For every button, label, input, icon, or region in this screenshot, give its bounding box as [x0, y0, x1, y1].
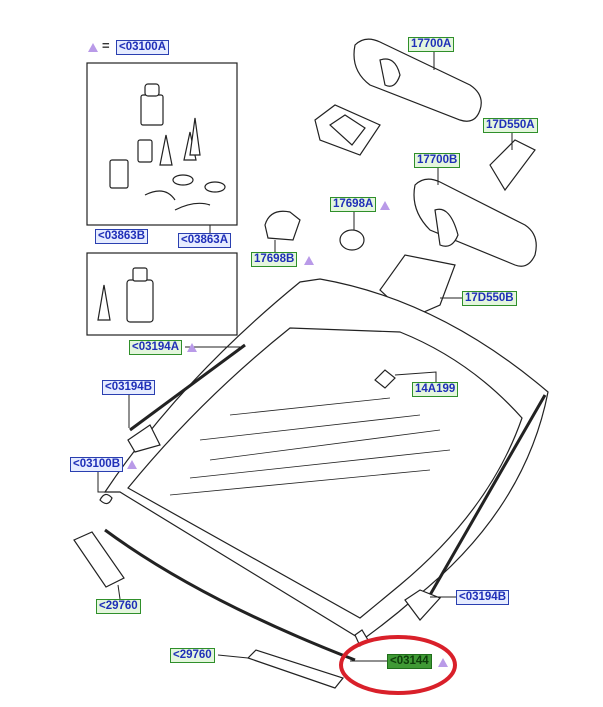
triangle-marker [187, 343, 197, 352]
part-label-03194b-left[interactable]: <03194B [102, 380, 155, 395]
triangle-marker [304, 256, 314, 265]
part-label-03194b-right[interactable]: <03194B [456, 590, 509, 605]
adhesive-kit-box [86, 62, 238, 226]
part-label-17d550b[interactable]: 17D550B [462, 291, 517, 306]
highlight-ring [339, 635, 457, 695]
part-label-17d550a[interactable]: 17D550A [483, 118, 538, 133]
part-label-03863b[interactable]: <03863B [95, 229, 148, 244]
windshield [73, 278, 549, 689]
triangle-marker [127, 460, 137, 469]
part-label-17698a[interactable]: 17698A [330, 197, 377, 212]
part-label-29760-upper[interactable]: <29760 [96, 599, 141, 614]
part-label-03100b[interactable]: <03100B [70, 457, 123, 472]
part-label-03863a[interactable]: <03863A [178, 233, 231, 248]
legend-equals: = [102, 38, 110, 53]
triangle-marker [88, 43, 98, 52]
part-label-29760-lower[interactable]: <29760 [170, 648, 215, 663]
part-label-14a199[interactable]: 14A199 [412, 382, 459, 397]
kit-parts [97, 83, 226, 323]
part-label-03144-highlighted[interactable]: <03144 [387, 654, 432, 669]
part-label-17700a[interactable]: 17700A [408, 37, 455, 52]
triangle-marker [438, 658, 448, 667]
mirror-parts [264, 38, 537, 319]
part-label-03194a[interactable]: <03194A [129, 340, 182, 355]
leader-lines [97, 51, 513, 662]
primer-kit-box [86, 252, 238, 336]
part-label-17700b[interactable]: 17700B [414, 153, 461, 168]
legend-ref-label[interactable]: <03100A [116, 40, 169, 55]
triangle-marker [380, 201, 390, 210]
part-label-17698b[interactable]: 17698B [251, 252, 298, 267]
